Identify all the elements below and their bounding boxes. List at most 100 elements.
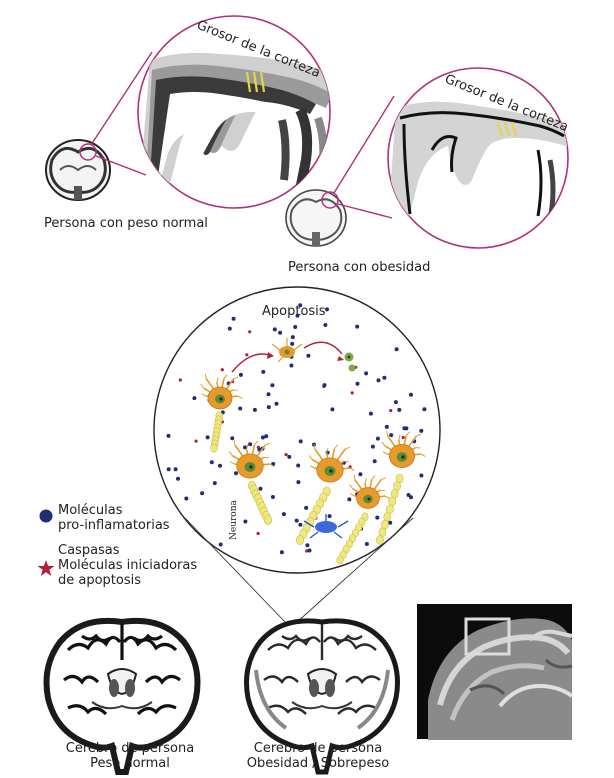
inflammatory-molecule xyxy=(295,519,299,523)
inflammatory-molecule xyxy=(271,495,275,499)
inflammatory-molecule xyxy=(373,459,377,463)
caspase-molecule xyxy=(179,378,182,381)
inflammatory-molecule xyxy=(296,314,300,318)
inflammatory-molecule xyxy=(355,325,359,329)
neuron-label: Neurona xyxy=(229,499,239,540)
caption-brain-obese: Cerebro de persona Obesidad / Sobrepeso xyxy=(228,741,408,771)
legend-molecules: Moléculas pro-inflamatorias xyxy=(58,503,170,533)
inflammatory-molecule xyxy=(382,376,386,380)
inflammatory-molecule xyxy=(270,383,274,387)
inflammatory-molecule xyxy=(388,521,392,525)
caption-brain-normal-line2: Peso normal xyxy=(40,756,220,771)
apoptosis-title: Apoptosis xyxy=(262,304,326,319)
inflammatory-molecule xyxy=(234,471,238,475)
caption-obese: Persona con obesidad xyxy=(288,260,430,275)
inflammatory-molecule xyxy=(290,342,294,346)
inflammatory-molecule xyxy=(304,506,308,510)
inflammatory-molecule xyxy=(275,402,279,406)
caspase-molecule xyxy=(221,368,224,371)
cortex-zoom-normal: Grosor de la corteza xyxy=(138,16,350,208)
inflammatory-molecule xyxy=(253,408,257,412)
inflammatory-molecule xyxy=(358,472,362,476)
legend-caspases-line3: de apoptosis xyxy=(58,573,197,588)
legend-caspases: Caspasas Moléculas iniciadoras de apopto… xyxy=(58,543,197,588)
inflammatory-molecule xyxy=(364,371,368,375)
inflammatory-molecule xyxy=(298,303,302,307)
inflammatory-molecule xyxy=(328,514,332,518)
inflammatory-molecule xyxy=(347,497,351,501)
inflammatory-molecule xyxy=(239,373,243,377)
inflammatory-molecule xyxy=(278,331,282,335)
caspase-molecule xyxy=(248,330,251,333)
inflammatory-molecule xyxy=(238,407,242,411)
inflammatory-molecule xyxy=(356,382,360,386)
inflammatory-molecule xyxy=(298,523,302,527)
inflammatory-molecule xyxy=(282,512,286,516)
caspase-molecule xyxy=(351,391,354,394)
inflammatory-molecule xyxy=(365,542,369,546)
inflammatory-molecule xyxy=(261,370,265,374)
caspase-molecule xyxy=(389,409,392,412)
inflammatory-molecule xyxy=(219,543,223,547)
inflammatory-molecule xyxy=(176,477,180,481)
brain-tissue-photo xyxy=(417,604,572,740)
inflammatory-molecule xyxy=(167,434,171,438)
caspase-molecule xyxy=(285,453,288,456)
inflammatory-molecule xyxy=(422,407,426,411)
caspase-molecule xyxy=(257,532,260,535)
inflammatory-molecule xyxy=(409,495,413,499)
inflammatory-molecule xyxy=(248,442,252,446)
inflammatory-molecule xyxy=(267,392,271,396)
inflammatory-molecule xyxy=(213,481,217,485)
inflammatory-molecule xyxy=(287,455,291,459)
inflammatory-molecule xyxy=(419,474,423,478)
caption-brain-obese-line2: Obesidad / Sobrepeso xyxy=(228,756,408,771)
zoom-line xyxy=(334,96,394,193)
inflammatory-molecule xyxy=(291,335,295,339)
inflammatory-molecule xyxy=(377,378,381,382)
inflammatory-molecule xyxy=(371,445,375,449)
inflammatory-molecule xyxy=(218,464,222,468)
legend-caspases-line1: Caspasas xyxy=(58,543,197,558)
inflammatory-molecule xyxy=(261,436,265,440)
inflammatory-molecule xyxy=(184,497,188,501)
caption-brain-normal: Cerebro de persona Peso normal xyxy=(40,741,220,771)
cortex-zoom-obese: Grosor de la corteza xyxy=(388,68,576,248)
inflammatory-molecule xyxy=(296,464,300,468)
legend-molecules-line2: pro-inflamatorias xyxy=(58,518,170,533)
inflammatory-molecule xyxy=(273,327,277,331)
inflammatory-molecule xyxy=(375,516,379,520)
legend-caspases-line2: Moléculas iniciadoras xyxy=(58,558,197,573)
inflammatory-molecule xyxy=(167,467,171,471)
inflammatory-molecule xyxy=(330,407,334,411)
inflammatory-molecule xyxy=(369,412,373,416)
inflammatory-molecule xyxy=(228,327,232,331)
inflammatory-molecule xyxy=(299,439,303,443)
inflammatory-molecule xyxy=(280,550,284,554)
inflammatory-molecule xyxy=(192,396,196,400)
inflammatory-molecule xyxy=(259,487,263,491)
inflammatory-molecule xyxy=(376,437,380,441)
caspase-molecule xyxy=(195,440,198,443)
caspase-molecule xyxy=(402,436,405,439)
inflammatory-molecule xyxy=(308,549,312,553)
inflammatory-molecule xyxy=(323,323,327,327)
inflammatory-molecule xyxy=(394,400,398,404)
inflammatory-molecule xyxy=(389,433,393,437)
inflammatory-molecule xyxy=(243,520,247,524)
legend-molecules-line1: Moléculas xyxy=(58,503,170,518)
inflammatory-molecule xyxy=(397,408,401,412)
inflammatory-molecule xyxy=(289,364,293,368)
inflammatory-molecule xyxy=(419,429,423,433)
caption-brain-normal-line1: Cerebro de persona xyxy=(40,741,220,756)
inflammatory-molecule xyxy=(404,426,408,430)
caspase-molecule xyxy=(245,353,248,356)
molecule-legend-marker xyxy=(40,510,53,523)
caption-normal-weight: Persona con peso normal xyxy=(44,216,208,231)
inflammatory-molecule xyxy=(385,425,389,429)
inflammatory-molecule xyxy=(323,383,327,387)
inflammatory-molecule xyxy=(230,436,234,440)
inflammatory-molecule xyxy=(306,354,310,358)
inflammatory-molecule xyxy=(293,325,297,329)
